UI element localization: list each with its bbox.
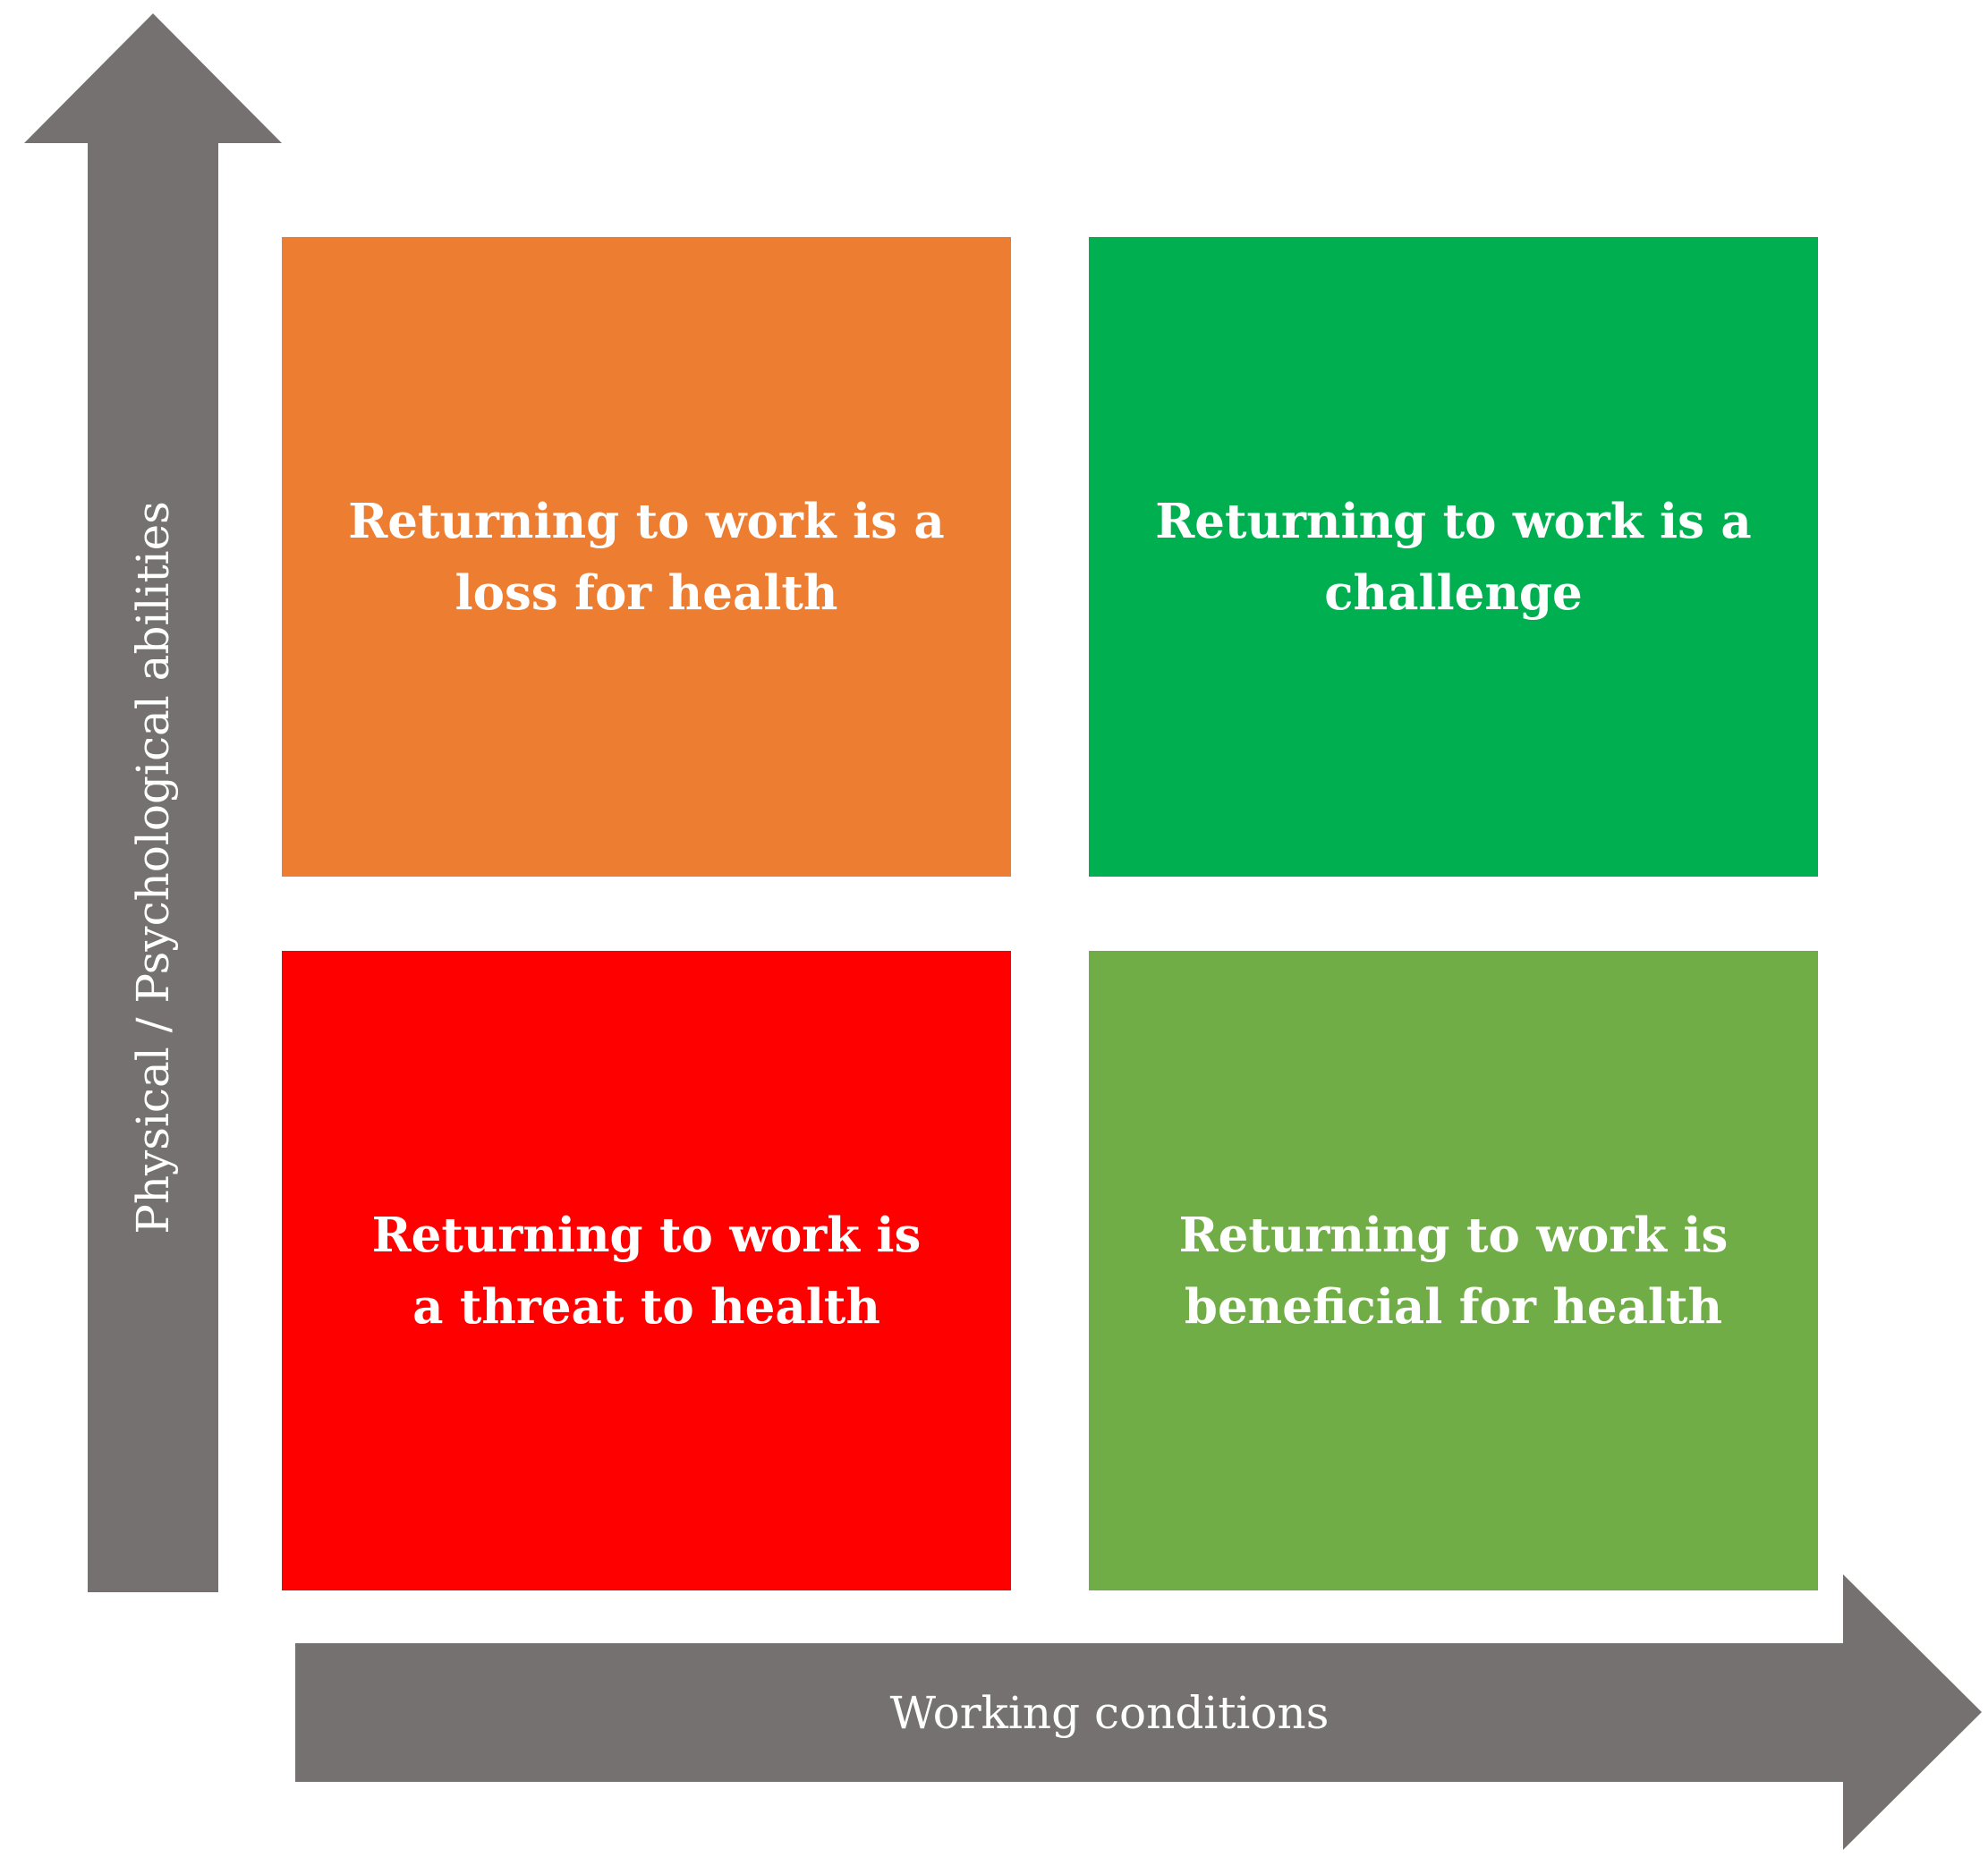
x-axis-label: Working conditions	[295, 1643, 1924, 1782]
y-axis-label: Physical / Psychological abilities	[127, 501, 180, 1234]
quadrant-loss-for-health: Returning to work is a loss for health	[282, 237, 1011, 877]
x-axis-arrow	[295, 1574, 1982, 1850]
x-axis-label-text: Working conditions	[889, 1686, 1330, 1739]
quadrant-challenge-label: Returning to work is a challenge	[1155, 493, 1752, 621]
y-axis-arrow	[24, 13, 282, 1592]
quadrant-threat-to-health-label: Returning to work is a threat to health	[371, 1207, 922, 1335]
quadrant-challenge: Returning to work is a challenge	[1089, 237, 1818, 877]
quadrant-beneficial-for-health-label: Returning to work is beneficial for heal…	[1178, 1207, 1729, 1335]
quadrant-threat-to-health: Returning to work is a threat to health	[282, 951, 1011, 1590]
y-axis-label-container: Physical / Psychological abilities	[88, 143, 218, 1592]
quadrant-beneficial-for-health: Returning to work is beneficial for heal…	[1089, 951, 1818, 1590]
quadrant-loss-for-health-label: Returning to work is a loss for health	[348, 493, 945, 621]
